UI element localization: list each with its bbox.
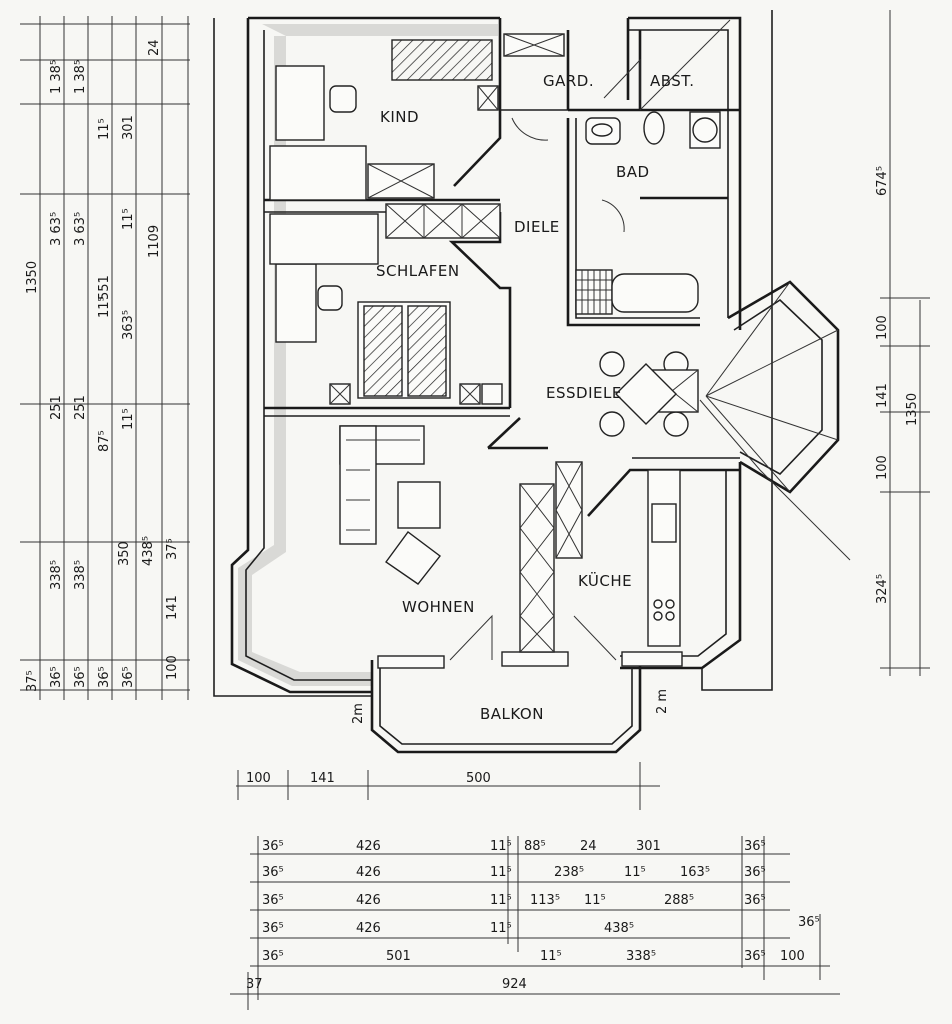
dim-left-bottom-1: 36⁵ <box>49 666 64 688</box>
dim-left-c2-2: 251 <box>73 395 88 420</box>
dim-bottom-r1-2: 11⁵ <box>490 839 512 854</box>
dim-left-c5-4: 100 <box>165 655 180 680</box>
dim-bottom-r1-5: 301 <box>636 839 661 854</box>
dim-bottom-r0-0: 100 <box>246 771 271 786</box>
dim-left-bottom-3: 36⁵ <box>97 666 112 688</box>
dim-bottom-r6-0: 37 <box>246 977 263 992</box>
dim-left-bottom-2: 36⁵ <box>73 666 88 688</box>
dim-bottom-r1-0: 36⁵ <box>262 839 284 854</box>
dim-left-bottom-4: 36⁵ <box>121 666 136 688</box>
dim-bottom-r1-3: 88⁵ <box>524 839 546 854</box>
outer-walls <box>213 10 773 697</box>
balkon-depth-right: 2 m <box>655 689 670 714</box>
room-label-essdiele: ESSDIELE <box>546 384 622 402</box>
dim-bottom-r5-5: 100 <box>780 949 805 964</box>
dim-left-c5-1: 1109 <box>147 225 162 258</box>
room-label-balkon: BALKON <box>480 705 544 723</box>
dim-bottom-r3-4: 11⁵ <box>584 893 606 908</box>
dim-left-c3-3: 87⁵ <box>97 430 112 452</box>
dim-bottom-r5-1: 501 <box>386 949 411 964</box>
dim-left-bottom-0: 37⁵ <box>25 670 40 692</box>
dim-bottom-r4-3: 438⁵ <box>604 921 634 936</box>
dim-bottom-r3-5: 288⁵ <box>664 893 694 908</box>
furniture <box>269 19 731 661</box>
dim-left-c4-0: 301 <box>121 115 136 140</box>
room-labels: KIND GARD. ABST. BAD DIELE SCHLAFEN ESSD… <box>351 72 694 724</box>
dim-bottom-r5-4: 36⁵ <box>744 949 766 964</box>
dim-left-c5-2: 37⁵ <box>165 538 180 560</box>
dimensions-left: 1 38⁵ 3 63⁵ 251 338⁵ 1 38⁵ 3 63⁵ 251 338… <box>20 16 190 700</box>
dim-bottom-r1-1: 426 <box>356 839 381 854</box>
room-label-gard: GARD. <box>543 72 594 90</box>
dim-bottom-r0-1: 141 <box>310 771 335 786</box>
room-label-kueche: KÜCHE <box>578 571 632 590</box>
dim-bottom-r3-3: 113⁵ <box>530 893 560 908</box>
dim-bottom-r2-0: 36⁵ <box>262 865 284 880</box>
dim-bottom-r2-4: 11⁵ <box>624 865 646 880</box>
room-label-abst: ABST. <box>650 72 694 90</box>
dim-bottom-r0-2: 500 <box>466 771 491 786</box>
dim-left-c4-2: 363⁵ <box>121 310 136 340</box>
dim-left-c4-4: 438⁵ <box>141 536 156 566</box>
dim-left-c3-4: 350 <box>117 541 132 566</box>
dim-bottom-r1-6: 36⁵ <box>744 839 766 854</box>
bay-window <box>699 280 851 561</box>
dim-left-c1-3: 338⁵ <box>49 560 64 590</box>
dim-left-c4-3: 11⁵ <box>121 408 136 430</box>
dim-left-c1-2: 251 <box>49 395 64 420</box>
room-label-diele: DIELE <box>514 218 560 236</box>
dim-bottom-r6-1: 924 <box>502 977 527 992</box>
dim-left-c1-0: 1 38⁵ <box>49 60 64 94</box>
dimensions-right: 674⁵ 100 141 100 1350 324⁵ <box>875 10 930 676</box>
dim-bottom-r3-0: 36⁵ <box>262 893 284 908</box>
balkon-depth-left: 2m <box>351 703 366 724</box>
room-label-schlafen: SCHLAFEN <box>376 262 460 280</box>
dim-right-1: 100 <box>875 315 890 340</box>
room-label-bad: BAD <box>616 163 650 181</box>
dim-left-c6-0: 1350 <box>25 261 40 294</box>
dim-bottom-r2-1: 426 <box>356 865 381 880</box>
dim-right-4: 1350 <box>905 393 920 426</box>
dim-left-c5-0: 24 <box>147 39 162 56</box>
dim-bottom-r2-3: 238⁵ <box>554 865 584 880</box>
dimensions-bottom: 100 141 500 36⁵ 426 11⁵ 88⁵ 24 301 36⁵ 3… <box>230 762 840 1010</box>
dim-bottom-r2-2: 11⁵ <box>490 865 512 880</box>
dim-bottom-r5-0: 36⁵ <box>262 949 284 964</box>
dim-left-c1-1: 3 63⁵ <box>49 212 64 246</box>
dim-bottom-r2-5: 163⁵ <box>680 865 710 880</box>
dim-bottom-r2-6: 36⁵ <box>744 865 766 880</box>
dim-left-c2-3: 338⁵ <box>73 560 88 590</box>
dim-bottom-r3-2: 11⁵ <box>490 893 512 908</box>
dim-left-c5-3: 141 <box>165 595 180 620</box>
dim-bottom-r4-0: 36⁵ <box>262 921 284 936</box>
dim-bottom-r1-4: 24 <box>580 839 597 854</box>
dim-bottom-r4-2: 11⁵ <box>490 921 512 936</box>
room-label-kind: KIND <box>380 108 419 126</box>
dim-bottom-r3-6: 36⁵ <box>744 893 766 908</box>
dim-left-c4-1: 11⁵ <box>121 208 136 230</box>
dim-bottom-r5-2: 11⁵ <box>540 949 562 964</box>
dim-bottom-r5-3: 338⁵ <box>626 949 656 964</box>
dim-right-3: 100 <box>875 455 890 480</box>
dim-bottom-r4-1: 426 <box>356 921 381 936</box>
room-label-wohnen: WOHNEN <box>402 598 475 616</box>
dim-left-c3-1: 11⁵ <box>97 296 112 318</box>
dim-left-c2-1: 3 63⁵ <box>73 212 88 246</box>
dim-right-2: 141 <box>875 383 890 408</box>
dim-left-c3-2: 551 <box>97 275 112 300</box>
dim-left-c2-0: 1 38⁵ <box>73 60 88 94</box>
dim-bottom-r3-1: 426 <box>356 893 381 908</box>
dim-right-5: 324⁵ <box>875 574 890 604</box>
dim-left-c3-0: 11⁵ <box>97 118 112 140</box>
dim-bottom-r4-4: 36⁵ <box>798 915 820 930</box>
dim-right-0: 674⁵ <box>875 166 890 196</box>
